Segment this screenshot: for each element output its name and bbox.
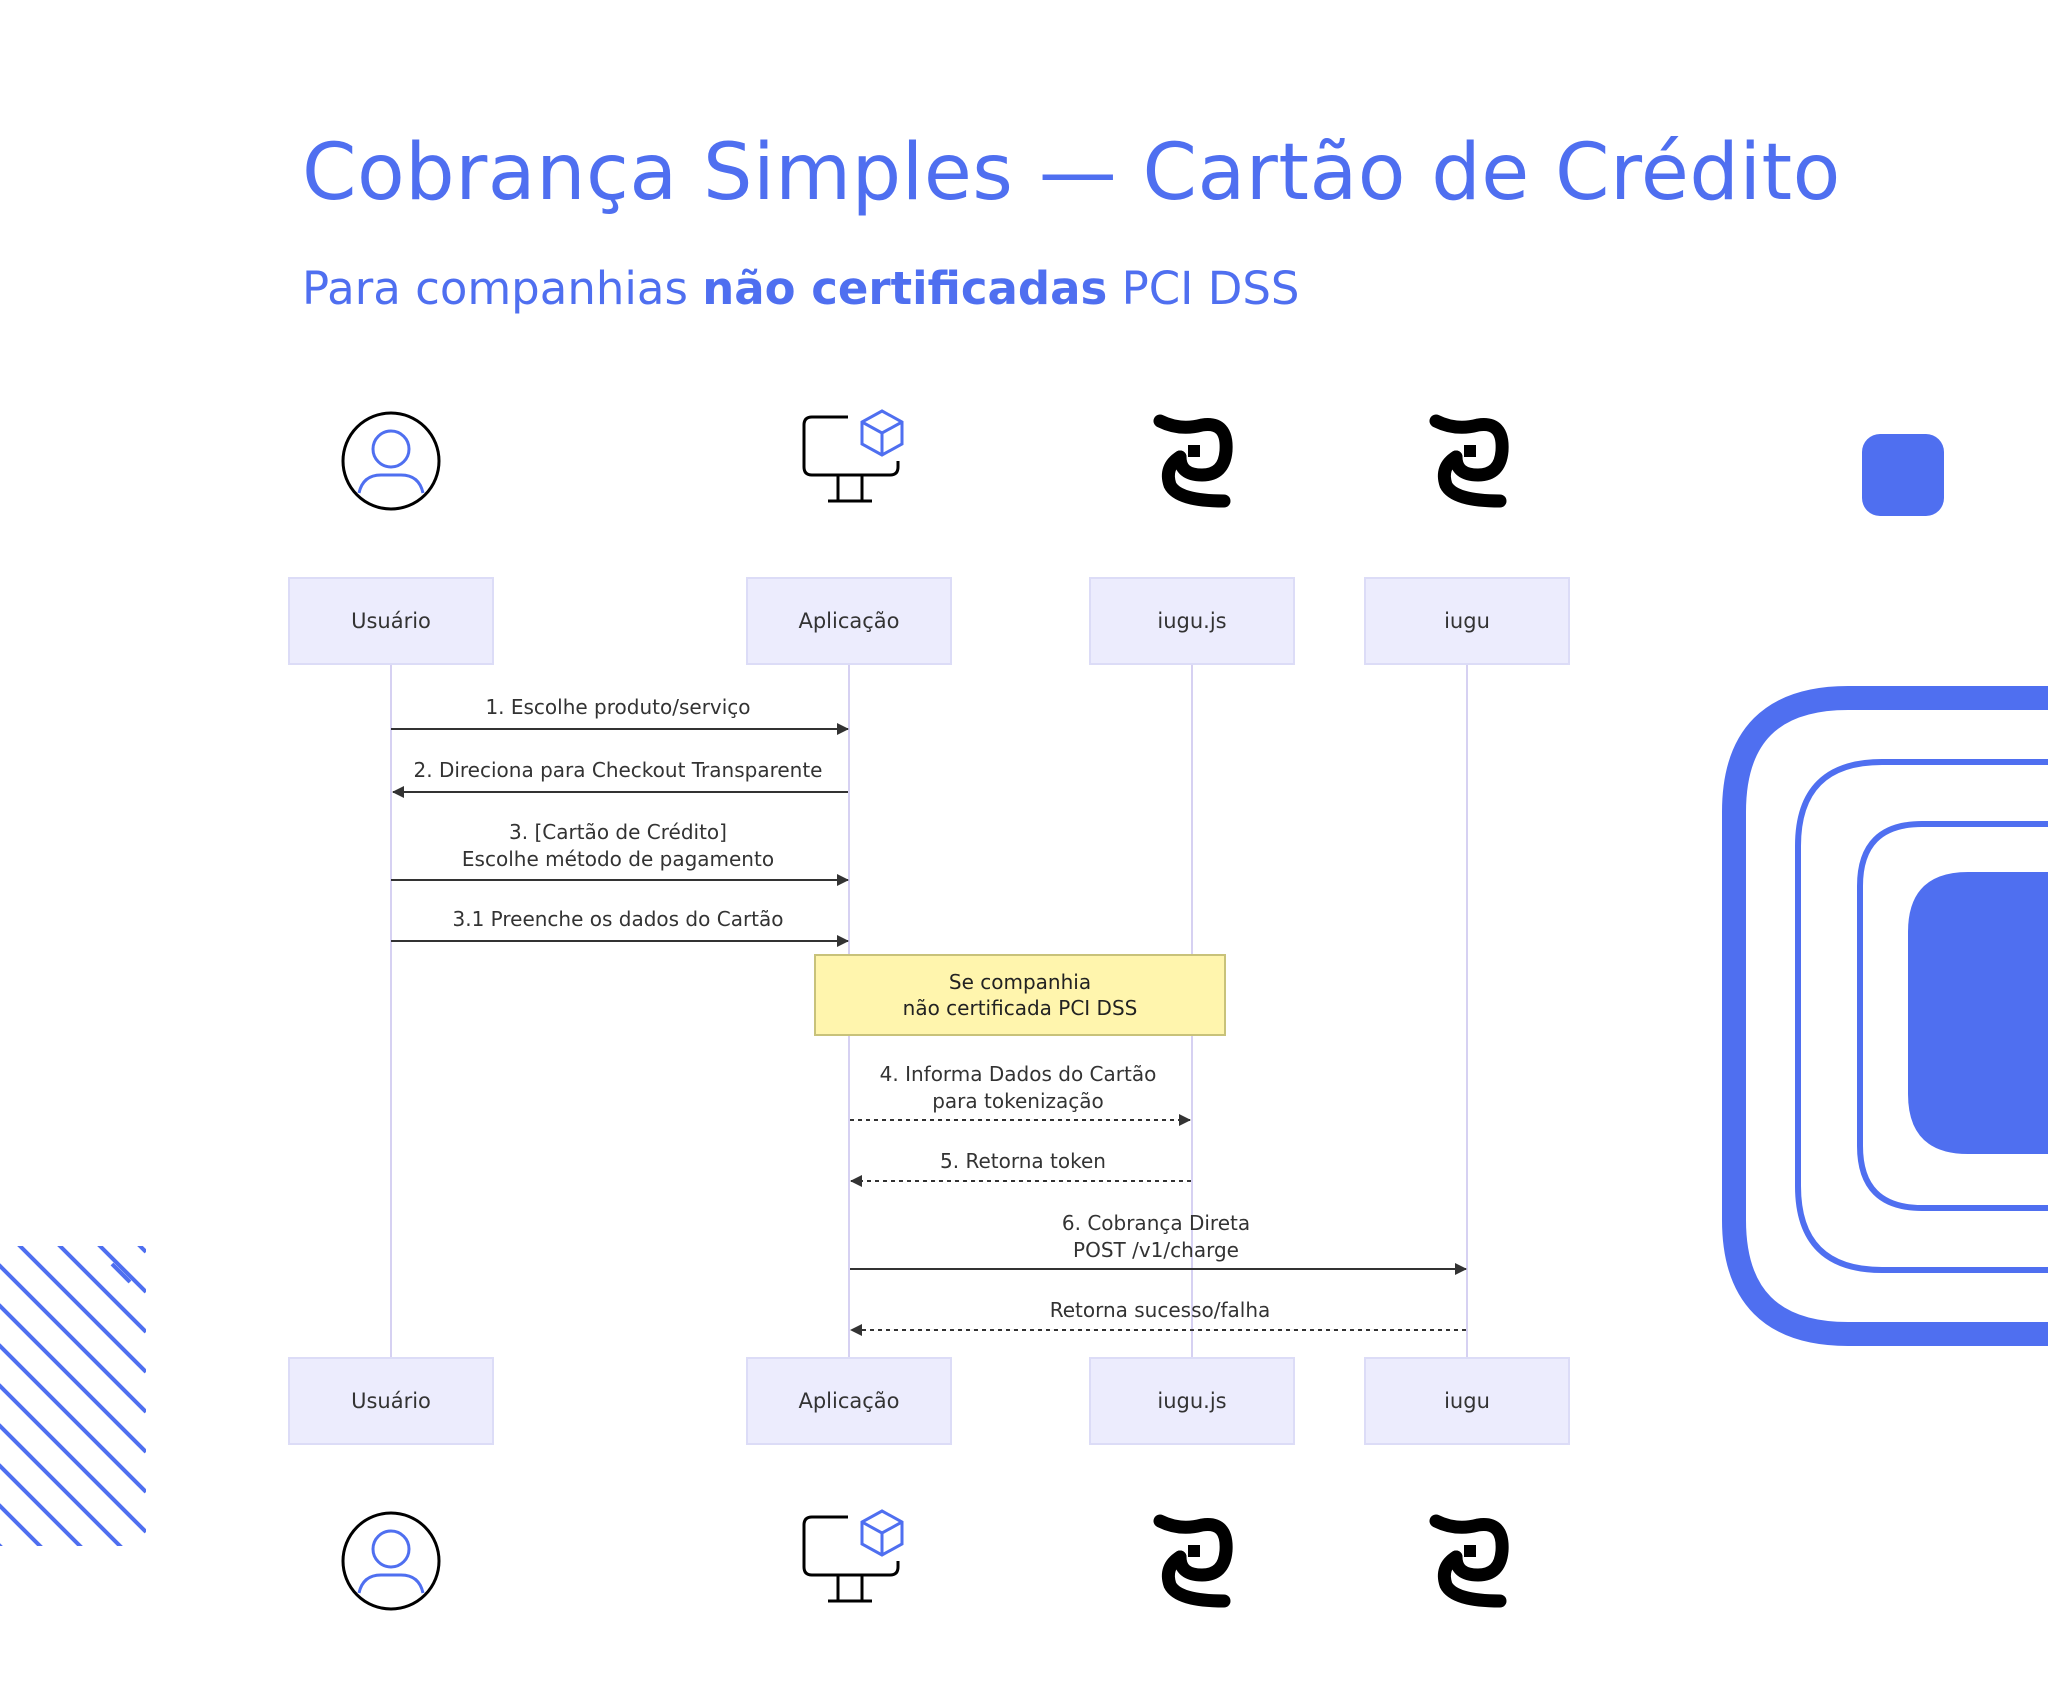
actor-box-iugujs-top: iugu.js — [1089, 577, 1295, 665]
actor-box-aplicacao-bottom: Aplicação — [746, 1357, 952, 1445]
iugu-logo-icon — [1429, 1514, 1509, 1608]
subtitle-pre: Para companhias — [302, 262, 703, 315]
message-5-label: 5. Retorna token — [940, 1149, 1106, 1173]
page-title: Cobrança Simples — Cartão de Crédito — [302, 128, 1841, 218]
actor-box-iugujs-bottom: iugu.js — [1089, 1357, 1295, 1445]
message-3-label: 3. [Cartão de Crédito]Escolhe método de … — [461, 820, 775, 871]
monitor-cube-icon — [802, 1509, 904, 1603]
note-line-2: não certificada PCI DSS — [902, 996, 1138, 1020]
actor-box-usuario-top: Usuário — [288, 577, 494, 665]
message-1-label: 1. Escolhe produto/serviço — [485, 695, 751, 719]
user-icon — [341, 411, 441, 511]
message-2-label: 2. Direciona para Checkout Transparente — [413, 758, 823, 782]
lifeline-usuario — [390, 665, 392, 1358]
actor-box-aplicacao-top: Aplicação — [746, 577, 952, 665]
iugu-logo-icon — [1153, 414, 1233, 508]
actor-box-iugu-bottom: iugu — [1364, 1357, 1570, 1445]
page-subtitle: Para companhias não certificadas PCI DSS — [302, 262, 1300, 315]
iugu-logo-icon — [1429, 414, 1509, 508]
note-line-1: Se companhia — [948, 970, 1092, 994]
decorative-blue-square — [1862, 434, 1944, 516]
subtitle-post: PCI DSS — [1107, 262, 1300, 315]
decorative-concentric-frames — [1722, 686, 2048, 1346]
pci-note: Se companhia não certificada PCI DSS — [814, 954, 1226, 1036]
actor-box-usuario-bottom: Usuário — [288, 1357, 494, 1445]
actor-box-iugu-top: iugu — [1364, 577, 1570, 665]
monitor-cube-icon — [802, 409, 904, 503]
lifeline-iugu — [1466, 665, 1468, 1358]
decorative-diagonal-stripes — [0, 1246, 146, 1546]
message-3-1-label: 3.1 Preenche os dados do Cartão — [452, 907, 784, 931]
user-icon — [341, 1511, 441, 1611]
iugu-logo-icon — [1153, 1514, 1233, 1608]
message-7-label: Retorna sucesso/falha — [1049, 1298, 1271, 1322]
subtitle-bold: não certificadas — [702, 262, 1108, 315]
